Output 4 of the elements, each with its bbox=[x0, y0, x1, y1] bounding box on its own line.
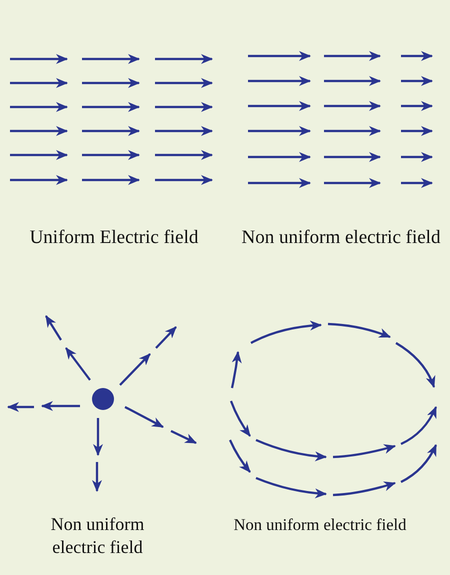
caption: Non uniform electric field bbox=[232, 514, 408, 536]
caption: Non uniform electric field bbox=[50, 513, 146, 560]
caption: Non uniform electric field bbox=[240, 226, 442, 250]
caption: Uniform Electric field bbox=[28, 226, 200, 250]
